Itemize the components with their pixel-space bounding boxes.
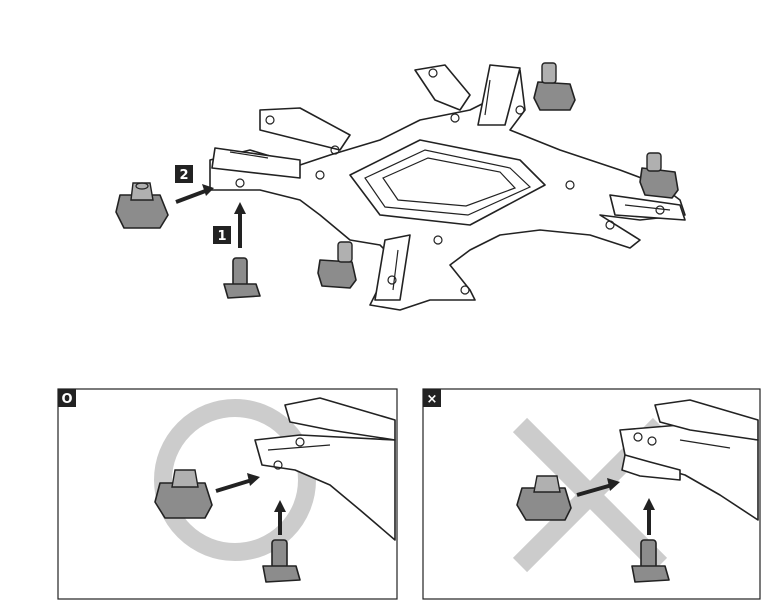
- step-1-label: 1: [217, 229, 226, 244]
- installed-clip-bottom: [317, 241, 357, 289]
- installed-clip-top-right: [533, 62, 576, 111]
- correct-symbol: O: [61, 392, 72, 407]
- loose-screw: [223, 257, 261, 299]
- step-2-label: 2: [179, 168, 188, 183]
- wrong-panel: ×: [422, 388, 761, 600]
- wrong-symbol: ×: [427, 392, 438, 407]
- step-2-badge: 2: [175, 165, 193, 183]
- step-1-badge: 1: [213, 226, 231, 244]
- loose-nut: [115, 182, 169, 229]
- step-1-arrow: [234, 202, 246, 248]
- correct-panel: O: [57, 388, 398, 600]
- correct-mark-circle: [154, 399, 316, 561]
- mounting-bracket: [209, 64, 686, 311]
- installed-clip-right: [639, 152, 679, 199]
- step-2-arrow: [175, 184, 214, 204]
